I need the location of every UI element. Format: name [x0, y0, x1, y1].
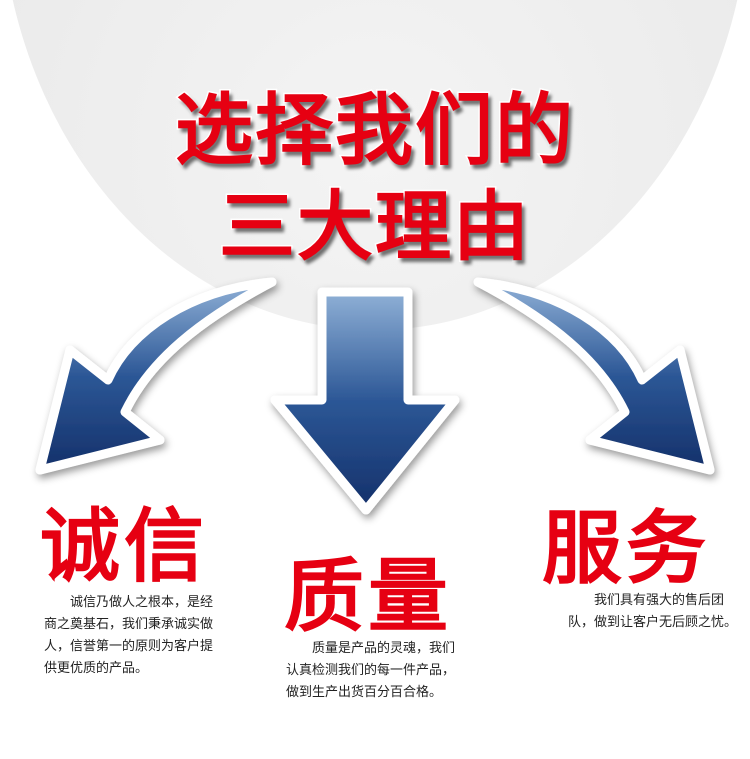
- arrow-left-icon: [35, 277, 277, 475]
- arrow-down-icon: [270, 287, 460, 515]
- text-integrity: 诚信乃做人之根本，是经商之奠基石，我们秉承诚实做人，信誉第一的原则为客户提供更优…: [44, 595, 214, 676]
- heading-integrity: 诚信: [40, 500, 208, 593]
- text-service: 我们具有强大的售后团队，做到让客户无后顾之忧。: [568, 593, 738, 630]
- title-line-2: 三大理由: [218, 181, 531, 273]
- arrow-right-icon: [473, 277, 715, 475]
- heading-service: 服务: [542, 502, 710, 595]
- text-quality: 质量是产品的灵魂，我们认真检测我们的每一件产品，做到生产出货百分百合格。: [286, 641, 456, 700]
- title-line-1: 选择我们的: [173, 85, 575, 178]
- heading-quality: 质量: [284, 550, 452, 643]
